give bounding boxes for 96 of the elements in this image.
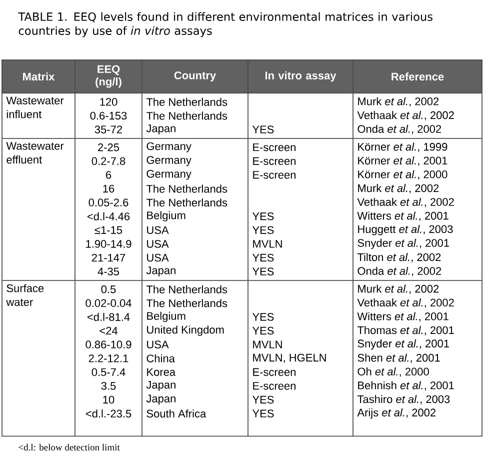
footnote: <d.l: below detection limit [18, 444, 120, 451]
table-cell: Onda et al., 2002 [358, 266, 442, 276]
table-cell: MVLN [253, 340, 282, 348]
table-cell: MVLN [253, 240, 282, 248]
table-cell: The Netherlands [146, 198, 228, 207]
table-cell: Huggett et al., 2003 [358, 224, 453, 236]
table-header-cell: Country [142, 60, 248, 94]
table-cell: YES [252, 254, 274, 262]
title: TABLE 1. EEQ levels found in different environmental matrices in various countries by use of in vitro assays [18, 12, 432, 38]
table-cell: Germany [146, 142, 192, 152]
table-cell: Japan [146, 394, 176, 405]
table-cell: YES [252, 326, 274, 335]
table-header-cell: In vitro assay [248, 60, 354, 94]
table-cell: ≤1-15 [94, 226, 122, 234]
table-cell: Wastewater influent [6, 96, 64, 118]
table-cell: YES [252, 126, 274, 134]
table-cell: 3.5 [101, 382, 116, 390]
table-cell: Surface water [6, 284, 44, 306]
table-cell: The Netherlands [146, 299, 228, 308]
table-cell: Körner et al., 1999 [358, 142, 448, 152]
table-cell: Tilton et al., 2002 [357, 253, 441, 262]
table-cell: Belgium [147, 312, 186, 322]
table-cell: 0.5 [101, 285, 116, 294]
table-cell: <24 [100, 326, 118, 335]
table-cell: YES [252, 410, 274, 418]
table-cell: 0.6-153 [90, 112, 127, 120]
table-header-cell: Matrix [2, 60, 76, 94]
table-cell: Onda et al., 2002 [358, 124, 442, 134]
table-cell: Germany [146, 170, 192, 180]
table-cell: 4-35 [98, 268, 120, 276]
table-cell: Tashiro et al., 2003 [357, 395, 450, 404]
table-cell: MVLN, HGELN [253, 354, 326, 363]
table-cell: E-screen [253, 157, 296, 165]
table-cell: Oh et al., 2000 [358, 367, 429, 377]
table-cell: 10 [103, 396, 114, 404]
table-cell: Germany [146, 156, 192, 166]
table-cell: 0.5-7.4 [92, 368, 126, 376]
table-cell: YES [252, 396, 274, 404]
table-cell: Murk et al., 2002 [358, 284, 439, 294]
table-cell: Korea [147, 368, 176, 376]
table-cell: United Kingdom [147, 326, 224, 336]
table-cell: Witters et al., 2001 [357, 312, 448, 322]
table-cell: <d.l-4.46 [88, 212, 130, 220]
table-cell: 6 [106, 171, 112, 179]
table-cell: 2-25 [98, 143, 120, 152]
table-cell: Snyder et al., 2001 [358, 339, 449, 350]
table-cell: YES [252, 226, 274, 234]
table-cell: China [146, 354, 175, 362]
table-cell: Körner et al., 2000 [358, 170, 448, 180]
table-cell: South Africa [146, 409, 206, 418]
table-cell: 1.90-14.9 [86, 240, 132, 248]
table-cell: Murk et al., 2002 [358, 184, 439, 194]
table-cell: 0.05-2.6 [88, 198, 128, 206]
table-cell: E-screen [253, 143, 296, 152]
table-cell: The Netherlands [146, 98, 228, 106]
table-cell: The Netherlands [146, 285, 228, 294]
table-cell: 0.02-0.04 [86, 299, 132, 307]
table-cell: Vethaak et al., 2002 [357, 198, 454, 208]
table-cell: Körner et al., 2001 [358, 156, 448, 166]
table-cell: 120 [100, 98, 118, 106]
table-cell: Japan [146, 380, 176, 391]
table-cell: E-screen [253, 171, 296, 179]
table-cell: Behnish et al., 2001 [358, 381, 454, 391]
table-cell: 0.2-7.8 [92, 157, 126, 165]
table-cell: 16 [103, 184, 114, 193]
table-cell: Vethaak et al., 2002 [357, 298, 454, 308]
table-cell: USA [147, 240, 169, 248]
table-cell: YES [252, 212, 274, 220]
table-cell: USA [147, 226, 169, 234]
table-cell: Japan [146, 124, 176, 134]
table-cell: <d.l.-23.5 [86, 409, 132, 418]
table-cell: YES [252, 268, 274, 276]
table-cell: Witters et al., 2001 [357, 212, 448, 221]
table-cell: The Netherlands [146, 112, 228, 120]
table-cell: USA [147, 340, 169, 348]
table-cell: <d.l-81.4 [88, 312, 130, 321]
table-cell: Arijs et al., 2002 [357, 408, 436, 419]
table-cell: USA [147, 254, 169, 262]
table-cell: Shen et al., 2001 [358, 354, 440, 363]
table-cell: 0.86-10.9 [86, 340, 132, 348]
table-cell: YES [252, 313, 274, 321]
table-cell: Belgium [147, 211, 186, 222]
table-cell: E-screen [253, 382, 296, 390]
table-cell: Japan [146, 266, 176, 276]
table-cell: Snyder et al., 2001 [358, 238, 449, 250]
table-cell: E-screen [253, 368, 296, 376]
table-header-cell: EEQ (ng/l) [74, 60, 142, 94]
table-header-cell: Reference [352, 60, 482, 94]
table-cell: Thomas et al., 2001 [357, 326, 454, 336]
table-cell: 35-72 [94, 126, 122, 134]
table-cell: 2.2-12.1 [88, 354, 128, 362]
table-cell: The Netherlands [146, 184, 228, 193]
table-cell: 21-147 [92, 254, 126, 262]
table-cell: Vethaak et al., 2002 [357, 111, 454, 120]
table-cell: Murk et al., 2002 [358, 97, 439, 107]
table-cell: Wastewater effluent [6, 142, 64, 164]
